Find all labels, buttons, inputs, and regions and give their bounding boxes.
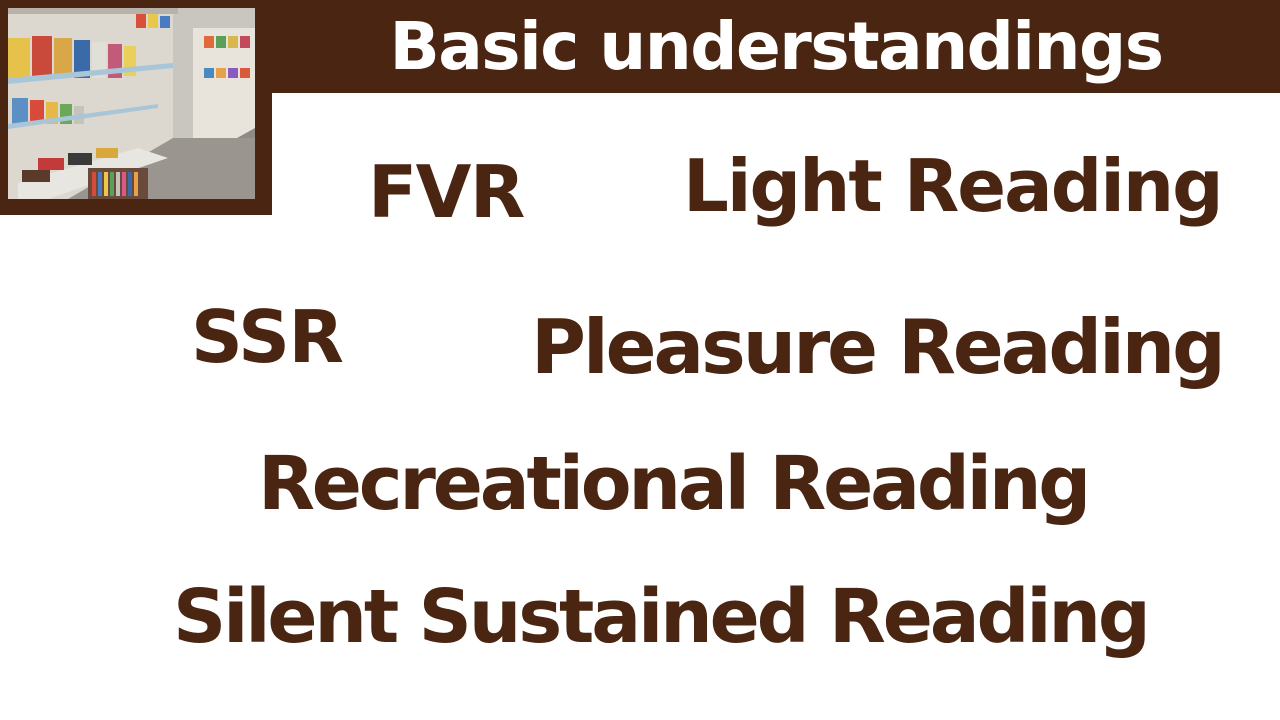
term-ssr: SSR (191, 295, 344, 379)
photo-frame (0, 0, 272, 215)
term-pleasure-reading: Pleasure Reading (531, 303, 1226, 391)
bookshelf-image (8, 8, 255, 199)
term-fvr: FVR (368, 150, 525, 234)
term-silent-sustained-reading: Silent Sustained Reading (173, 574, 1151, 660)
library-bookshelf-photo (8, 8, 255, 199)
slide-title: Basic understandings (389, 8, 1164, 85)
term-recreational-reading: Recreational Reading (258, 441, 1091, 527)
term-light-reading: Light Reading (683, 144, 1224, 228)
